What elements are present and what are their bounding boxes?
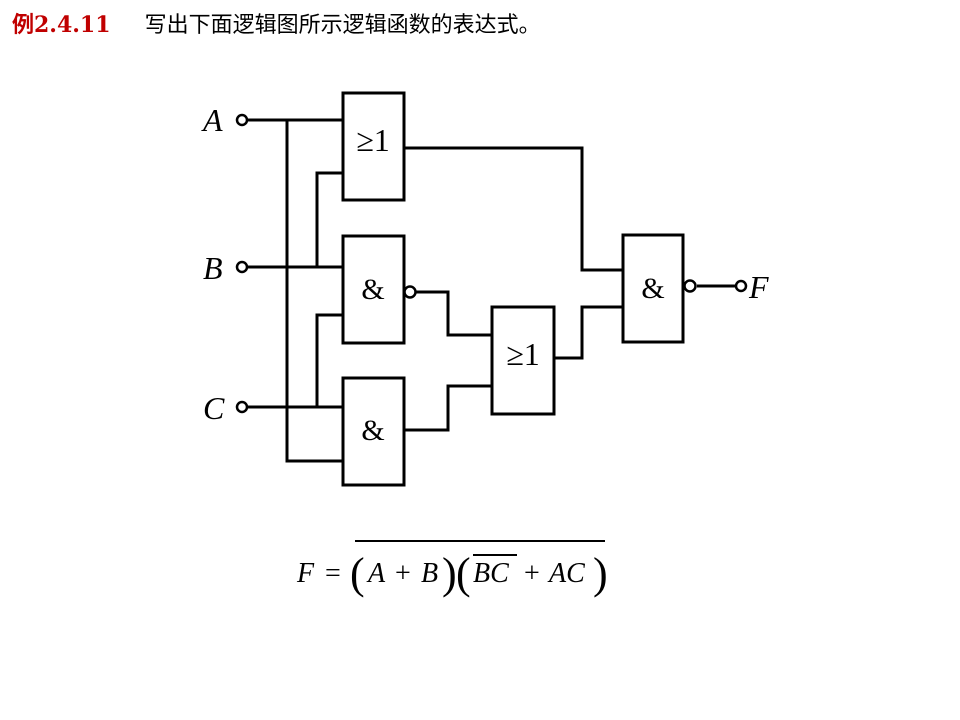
or-gate-1 <box>341 91 406 202</box>
input-terminal-a <box>235 113 249 127</box>
formula-equals: = <box>325 558 341 589</box>
output-label-f: F <box>748 269 769 305</box>
formula-ac: AC <box>547 558 585 589</box>
formula-plus-2: + <box>524 558 540 589</box>
formula: F = ( A + B ) ( BC + AC ) <box>296 540 608 598</box>
or-gate-2-symbol: ≥1 <box>506 336 540 372</box>
paren-close-1: ) <box>442 549 457 598</box>
and-gate-2 <box>341 376 406 487</box>
or-gate-2 <box>490 305 556 416</box>
input-label-c: C <box>203 390 225 426</box>
nand-gate <box>621 233 685 344</box>
input-terminal-c <box>235 400 249 414</box>
nand-gate-symbol: & <box>641 272 664 305</box>
slide-title: 例2.4.11 写出下面逻辑图所示逻辑函数的表达式。 <box>12 10 541 41</box>
input-label-b: B <box>203 250 223 286</box>
nand-inversion-bubble <box>683 279 697 293</box>
formula-a: A <box>366 558 386 589</box>
wires <box>247 118 736 463</box>
formula-plus-1: + <box>395 558 411 589</box>
formula-lhs: F <box>296 558 315 589</box>
output-terminal-f <box>734 279 748 293</box>
paren-open-1: ( <box>350 549 365 598</box>
input-label-a: A <box>201 102 223 138</box>
input-terminal-b <box>235 260 249 274</box>
or-gate-1-symbol: ≥1 <box>356 122 390 158</box>
and-gate-2-symbol: & <box>361 414 384 447</box>
formula-bc: BC <box>473 558 509 589</box>
and1-inversion-bubble <box>403 285 417 299</box>
question-text: 写出下面逻辑图所示逻辑函数的表达式。 <box>144 13 541 38</box>
example-number: 例2.4.11 <box>12 12 111 38</box>
and-gate-1-symbol: & <box>361 273 384 306</box>
formula-b: B <box>421 558 438 589</box>
paren-open-2: ( <box>456 549 471 598</box>
paren-close-2: ) <box>593 549 608 598</box>
